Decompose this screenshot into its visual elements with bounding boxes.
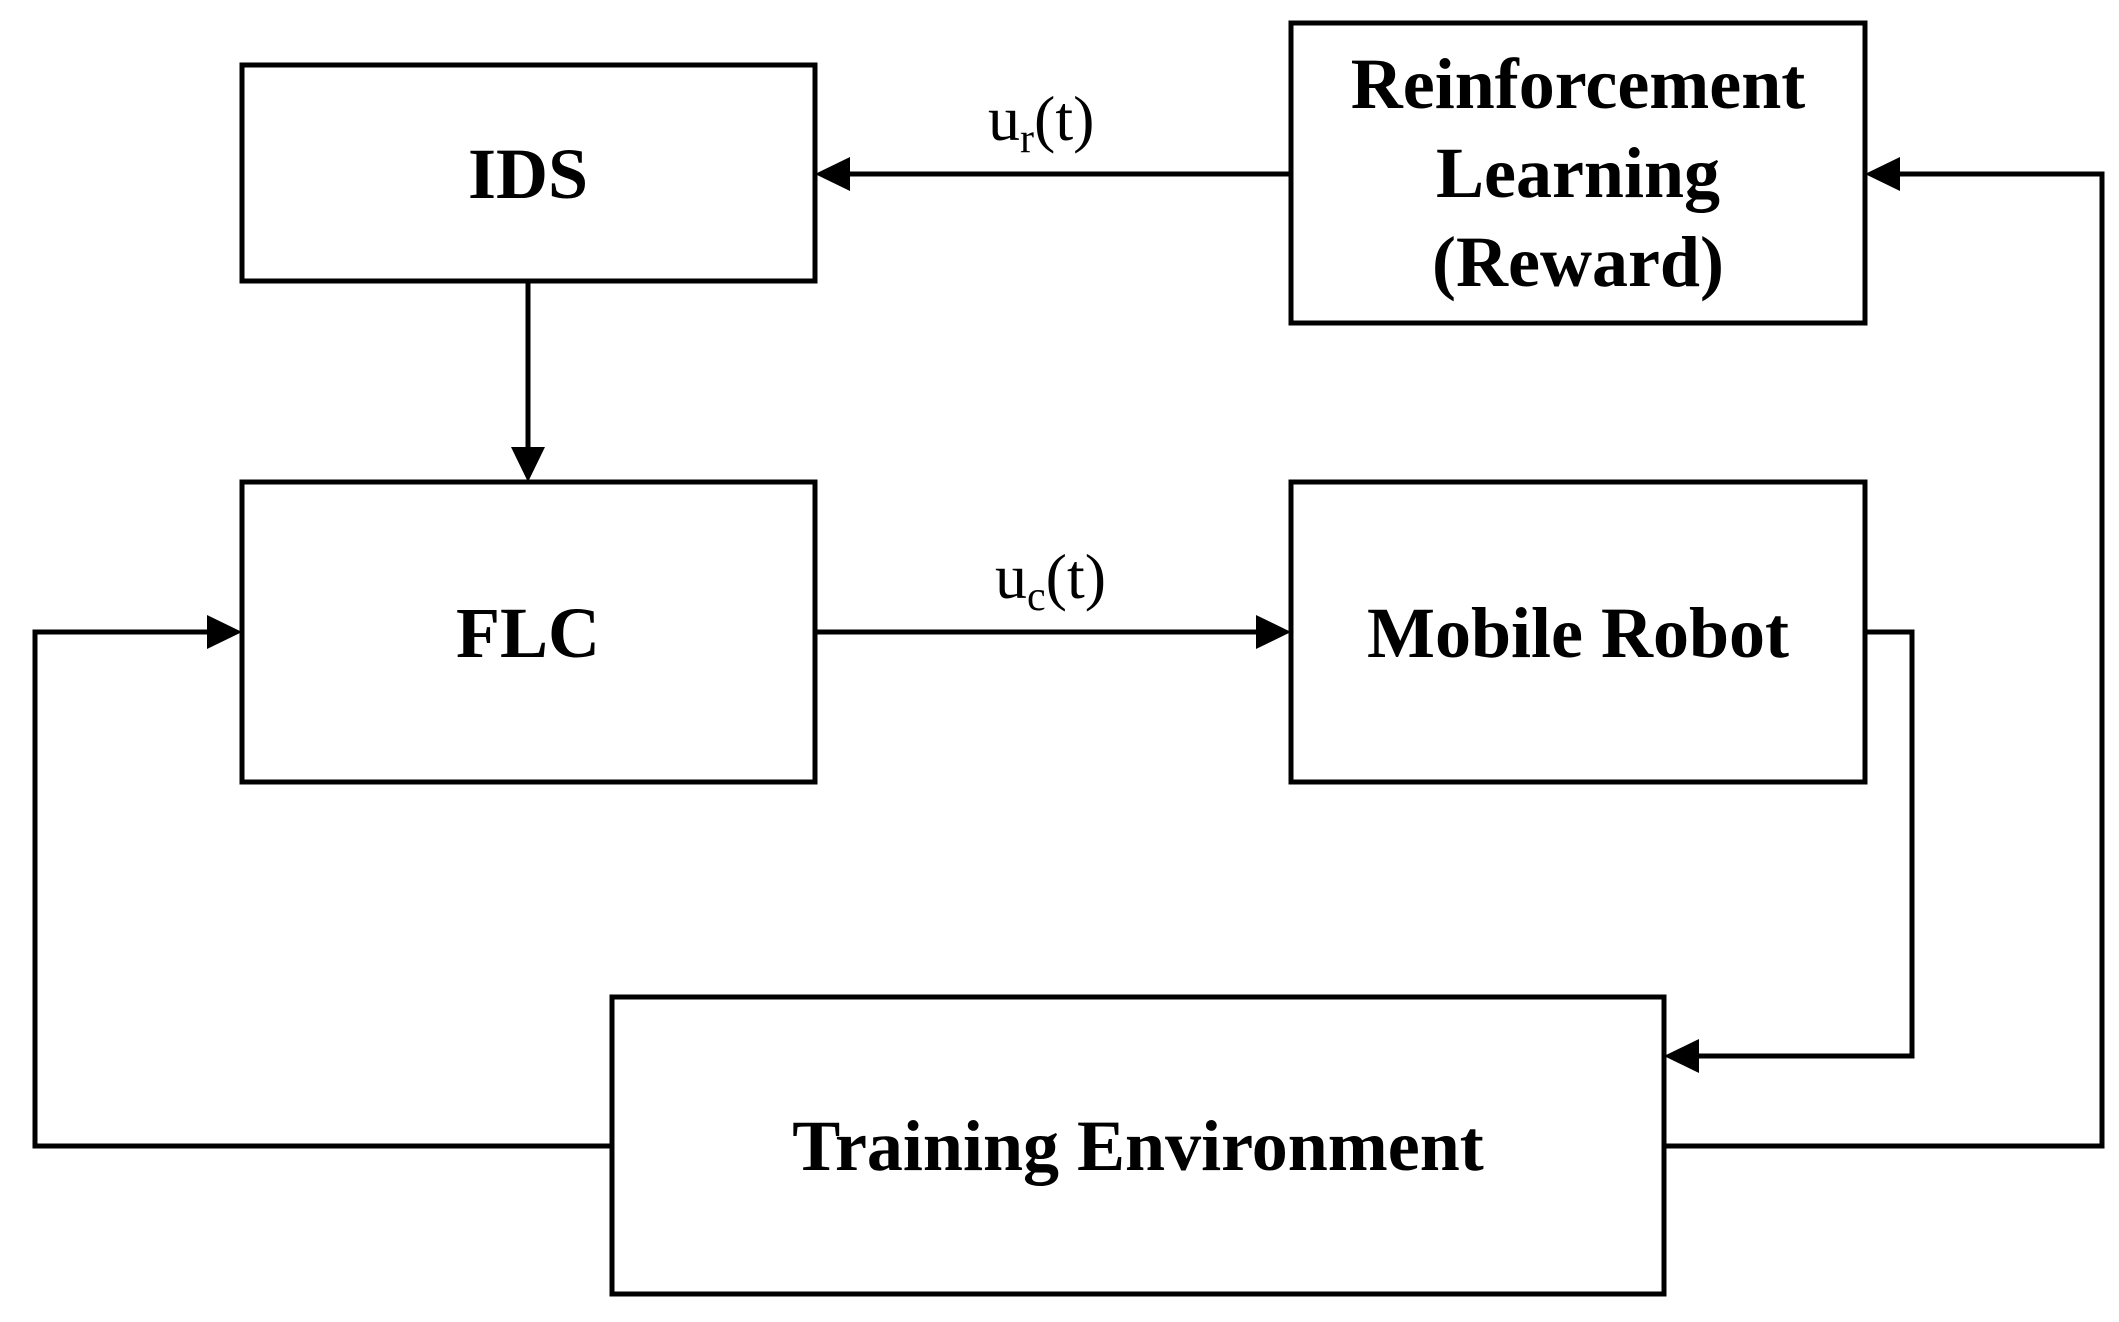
edge-flc-to-mobile-robot <box>815 615 1291 649</box>
signal-label-ur: ur(t) <box>988 83 1094 162</box>
edge-mobile-robot-to-training-environment <box>1664 629 1915 1073</box>
ids-label: IDS <box>468 134 588 214</box>
signal-uc-argument: (t) <box>1046 541 1106 612</box>
rl-label-line-3: (Reward) <box>1432 222 1724 302</box>
arrowhead-into-flc-top <box>511 447 545 482</box>
training-environment-label: Training Environment <box>792 1106 1483 1186</box>
signal-label-uc: uc(t) <box>995 541 1106 620</box>
signal-ur-argument: (t) <box>1034 83 1094 154</box>
signal-ur-subscript: r <box>1020 116 1034 162</box>
training-environment-block: Training Environment <box>609 994 1667 1297</box>
arrowhead-into-reinforcement-learning <box>1865 157 1900 191</box>
edge-ids-to-flc <box>511 281 545 482</box>
rl-label-line-2: Learning <box>1436 133 1720 213</box>
edge-training-environment-to-rl <box>1664 157 2105 1149</box>
rl-label-line-1: Reinforcement <box>1351 44 1806 124</box>
edge-training-environment-to-flc <box>32 615 612 1149</box>
edge-rl-to-ids <box>815 157 1291 191</box>
signal-ur-base: u <box>988 83 1020 154</box>
arrowhead-into-training-environment <box>1664 1039 1699 1073</box>
signal-uc-subscript: c <box>1027 574 1046 620</box>
mobile-robot-label: Mobile Robot <box>1367 593 1789 673</box>
signal-uc-base: u <box>995 541 1027 612</box>
mobile-robot-block: Mobile Robot <box>1288 479 1868 785</box>
arrowhead-into-flc-left <box>207 615 242 649</box>
reinforcement-learning-block: Reinforcement Learning (Reward) <box>1288 20 1868 326</box>
flc-label: FLC <box>456 593 600 673</box>
ids-block: IDS <box>239 62 818 284</box>
arrowhead-into-ids <box>815 157 850 191</box>
flc-block: FLC <box>239 479 818 785</box>
arrowhead-into-mobile-robot <box>1256 615 1291 649</box>
